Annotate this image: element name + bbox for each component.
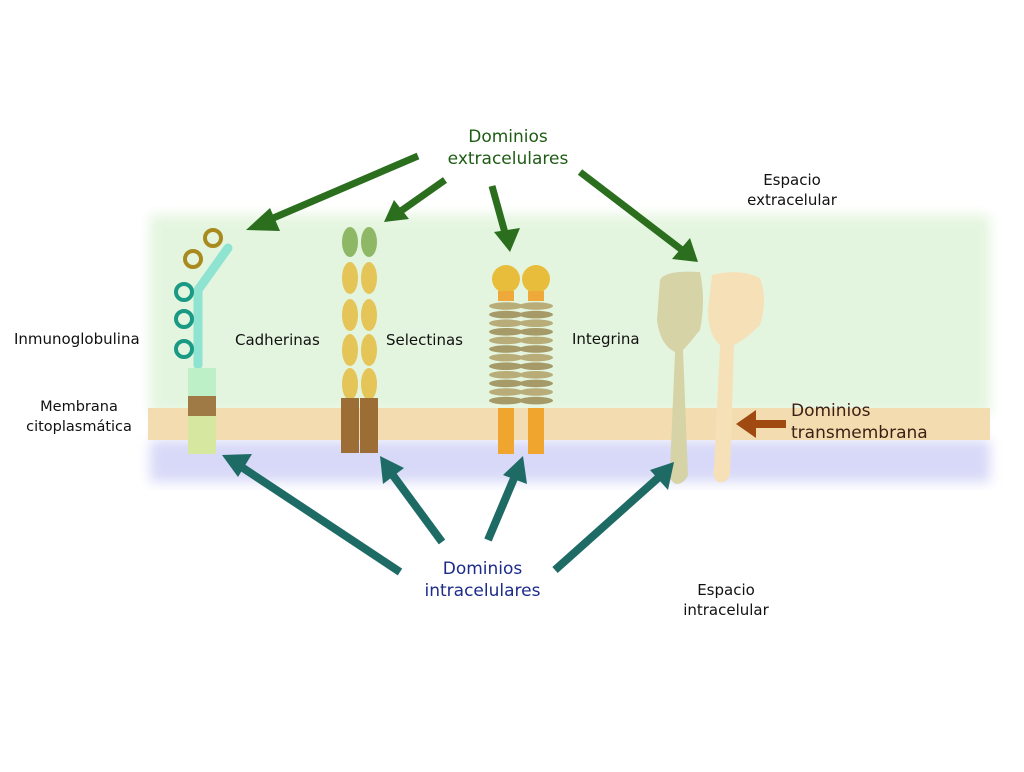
intracellular-region xyxy=(150,440,990,482)
extracellular-region xyxy=(150,215,990,415)
arrow-to-integrin-tail xyxy=(552,462,674,573)
arrow-to-selectin-tail xyxy=(484,456,527,542)
extracellular-space-label: Espacio extracelular xyxy=(747,171,837,209)
selectins-label: Selectinas xyxy=(386,331,463,349)
transmembrane-arrow xyxy=(736,410,786,438)
membrane-band xyxy=(148,408,990,440)
intracellular-space-label: Espacio intracelular xyxy=(683,581,769,619)
arrow-to-cadherin-tail xyxy=(380,456,446,545)
arrow-to-cadherin xyxy=(384,177,448,222)
intracellular-arrows xyxy=(222,454,674,576)
extracellular-domains-label: Dominios extracelulares xyxy=(447,127,569,169)
immunoglobulin-label: Inmunoglobulina xyxy=(14,330,140,348)
extracellular-arrows xyxy=(246,152,698,262)
cadherins-label: Cadherinas xyxy=(235,331,320,349)
selectin-molecule xyxy=(489,265,553,454)
transmembrane-domains-label: Dominios transmembrana xyxy=(791,401,928,443)
arrow-to-immunoglobulin-tail xyxy=(222,454,403,576)
arrow-to-integrin xyxy=(577,169,698,262)
arrow-to-immunoglobulin xyxy=(246,152,420,231)
cadherin-molecule xyxy=(341,227,378,453)
integrin-molecule xyxy=(657,271,764,484)
integrin-label: Integrina xyxy=(572,330,640,348)
membrane-label: Membrana citoplasmática xyxy=(26,399,132,435)
intracellular-domains-label: Dominios intracelulares xyxy=(424,559,541,601)
immunoglobulin-molecule xyxy=(174,228,233,454)
arrow-to-selectin xyxy=(488,185,520,252)
